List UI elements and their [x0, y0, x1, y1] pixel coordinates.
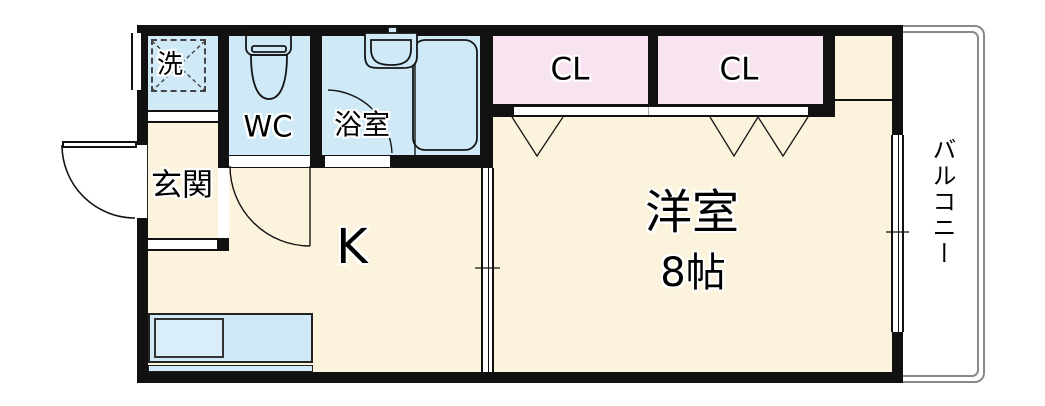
closet-right	[658, 36, 823, 104]
western-room-label: 洋室	[645, 185, 739, 241]
alcove-line	[835, 99, 892, 101]
wall-bath-closet	[480, 36, 493, 168]
wc-doorway	[229, 156, 310, 167]
sliding-window	[891, 135, 904, 332]
laundry-window	[131, 33, 143, 90]
entrance-kitchen-opening	[218, 168, 229, 238]
wc-label: WC	[243, 109, 293, 144]
bath-doorway	[325, 156, 390, 167]
wall-wc-bath	[310, 36, 322, 168]
balcony	[903, 25, 985, 383]
closet-track-split	[648, 107, 649, 115]
laundry-entrance-threshold	[148, 110, 218, 123]
kitchen-label: K	[336, 219, 368, 275]
entrance-label: 玄関	[151, 167, 213, 204]
entrance-step-threshold	[148, 238, 218, 251]
kitchen-sink-icon	[154, 318, 224, 358]
wall-closet-right	[823, 36, 835, 116]
entry-door-swing-arc	[61, 144, 136, 219]
wall-closet-separator	[648, 36, 658, 106]
closet-left	[493, 36, 648, 104]
bath-label: 浴室	[333, 108, 391, 141]
closet-door-track	[512, 105, 810, 117]
entry-doorway	[135, 145, 148, 218]
balcony-outline	[903, 31, 979, 377]
wall-entrance-wc	[218, 36, 229, 168]
kitchen-counter-edge	[148, 365, 313, 372]
closet-left-label: CL	[550, 51, 590, 88]
closet-track-end-left	[493, 105, 512, 117]
closet-right-label: CL	[719, 51, 759, 88]
wall-corner-block	[217, 238, 229, 251]
entry-door-leaf	[62, 141, 137, 148]
western-room-size: 8帖	[660, 250, 726, 296]
laundry-label: 洗	[156, 50, 184, 80]
balcony-label: バルコニー	[928, 137, 956, 267]
closet-track-end-right	[810, 105, 835, 117]
sliding-partition	[481, 168, 494, 372]
